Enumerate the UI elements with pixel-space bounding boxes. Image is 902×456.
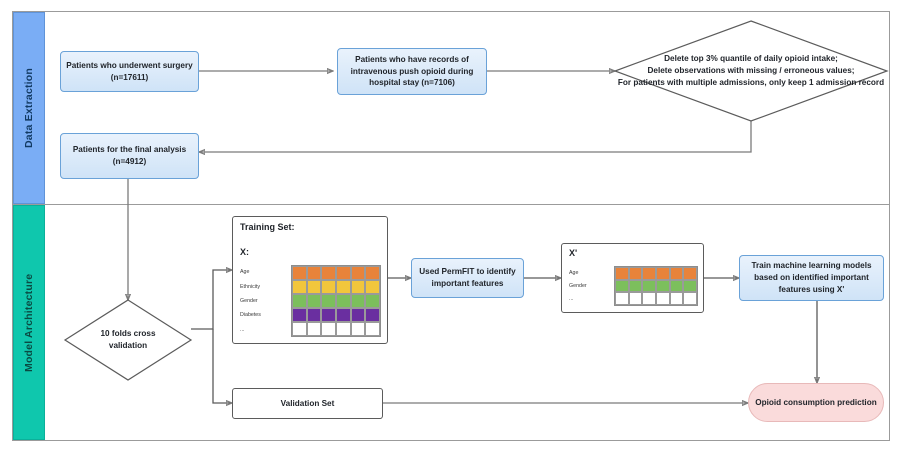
training-set-matrix	[291, 265, 381, 337]
reduced-set-matrix-label: X'	[569, 248, 578, 258]
matrix-cell	[683, 279, 697, 293]
matrix-cell	[365, 294, 380, 308]
matrix-cell	[292, 266, 307, 280]
matrix-row-label: Age	[569, 269, 579, 276]
training-set-title: Training Set:	[240, 222, 295, 232]
matrix-cell	[615, 279, 629, 293]
matrix-row-label: ...	[569, 296, 574, 303]
node-permfit[interactable]: Used PermFIT to identify important featu…	[411, 258, 524, 298]
matrix-cell	[365, 280, 380, 294]
exclusion-criteria-label: Delete top 3% quantile of daily opioid i…	[617, 53, 885, 88]
matrix-cell	[683, 292, 697, 305]
matrix-row-label: Age	[240, 269, 250, 276]
node-train-models[interactable]: Train machine learning models based on i…	[739, 255, 884, 301]
matrix-cell	[306, 322, 322, 336]
matrix-row-label: Ethnicity	[240, 283, 261, 290]
matrix-cell	[669, 292, 684, 305]
matrix-cell	[321, 294, 336, 308]
matrix-cell	[292, 294, 307, 308]
matrix-cell	[336, 294, 351, 308]
matrix-cell	[350, 294, 366, 308]
matrix-row-label: Diabetes	[240, 312, 261, 319]
matrix-cell	[365, 308, 380, 322]
matrix-cell	[628, 292, 643, 305]
matrix-cell	[628, 267, 643, 280]
matrix-cell	[669, 267, 684, 280]
matrix-cell	[292, 322, 307, 336]
matrix-cell	[321, 322, 336, 336]
matrix-cell	[365, 266, 380, 280]
matrix-cell	[321, 266, 336, 280]
node-exclusion-criteria[interactable]: Delete top 3% quantile of daily opioid i…	[613, 20, 889, 122]
matrix-cell	[292, 308, 307, 322]
matrix-cell	[656, 279, 670, 293]
matrix-cell	[642, 279, 656, 293]
matrix-row-label: Gender	[240, 297, 258, 304]
matrix-cell	[350, 308, 366, 322]
matrix-cell	[306, 294, 322, 308]
matrix-cell	[336, 322, 351, 336]
matrix-cell	[365, 322, 380, 336]
training-set-matrix-label: X:	[240, 247, 249, 257]
matrix-cell	[615, 267, 629, 280]
matrix-cell	[306, 280, 322, 294]
matrix-cell	[292, 280, 307, 294]
matrix-cell	[321, 280, 336, 294]
matrix-cell	[642, 267, 656, 280]
matrix-cell	[306, 308, 322, 322]
reduced-set-matrix	[614, 266, 698, 306]
node-prediction[interactable]: Opioid consumption prediction	[748, 383, 884, 422]
lane-label-data-extraction: Data Extraction	[13, 12, 45, 204]
matrix-cell	[669, 279, 684, 293]
matrix-row-label: Gender	[569, 282, 587, 289]
matrix-cell	[642, 292, 656, 305]
node-cohort-final[interactable]: Patients for the final analysis (n=4912)	[60, 133, 199, 179]
node-validation-set[interactable]: Validation Set	[232, 388, 383, 419]
matrix-cell	[615, 292, 629, 305]
matrix-cell	[350, 322, 366, 336]
lane-divider	[12, 204, 890, 205]
matrix-cell	[350, 266, 366, 280]
matrix-cell	[306, 266, 322, 280]
matrix-cell	[656, 292, 670, 305]
matrix-cell	[336, 280, 351, 294]
matrix-cell	[350, 280, 366, 294]
matrix-row-label: ...	[240, 326, 245, 333]
matrix-cell	[336, 308, 351, 322]
node-cohort-iv-opioid[interactable]: Patients who have records of intravenous…	[337, 48, 487, 95]
node-cross-validation[interactable]: 10 folds cross validation	[63, 299, 193, 381]
node-cohort-surgery[interactable]: Patients who underwent surgery (n=17611)	[60, 51, 199, 92]
matrix-cell	[321, 308, 336, 322]
matrix-cell	[683, 267, 697, 280]
matrix-cell	[336, 266, 351, 280]
cross-validation-label: 10 folds cross validation	[100, 328, 156, 350]
matrix-cell	[628, 279, 643, 293]
lane-label-model-architecture: Model Architecture	[13, 205, 45, 440]
matrix-cell	[656, 267, 670, 280]
